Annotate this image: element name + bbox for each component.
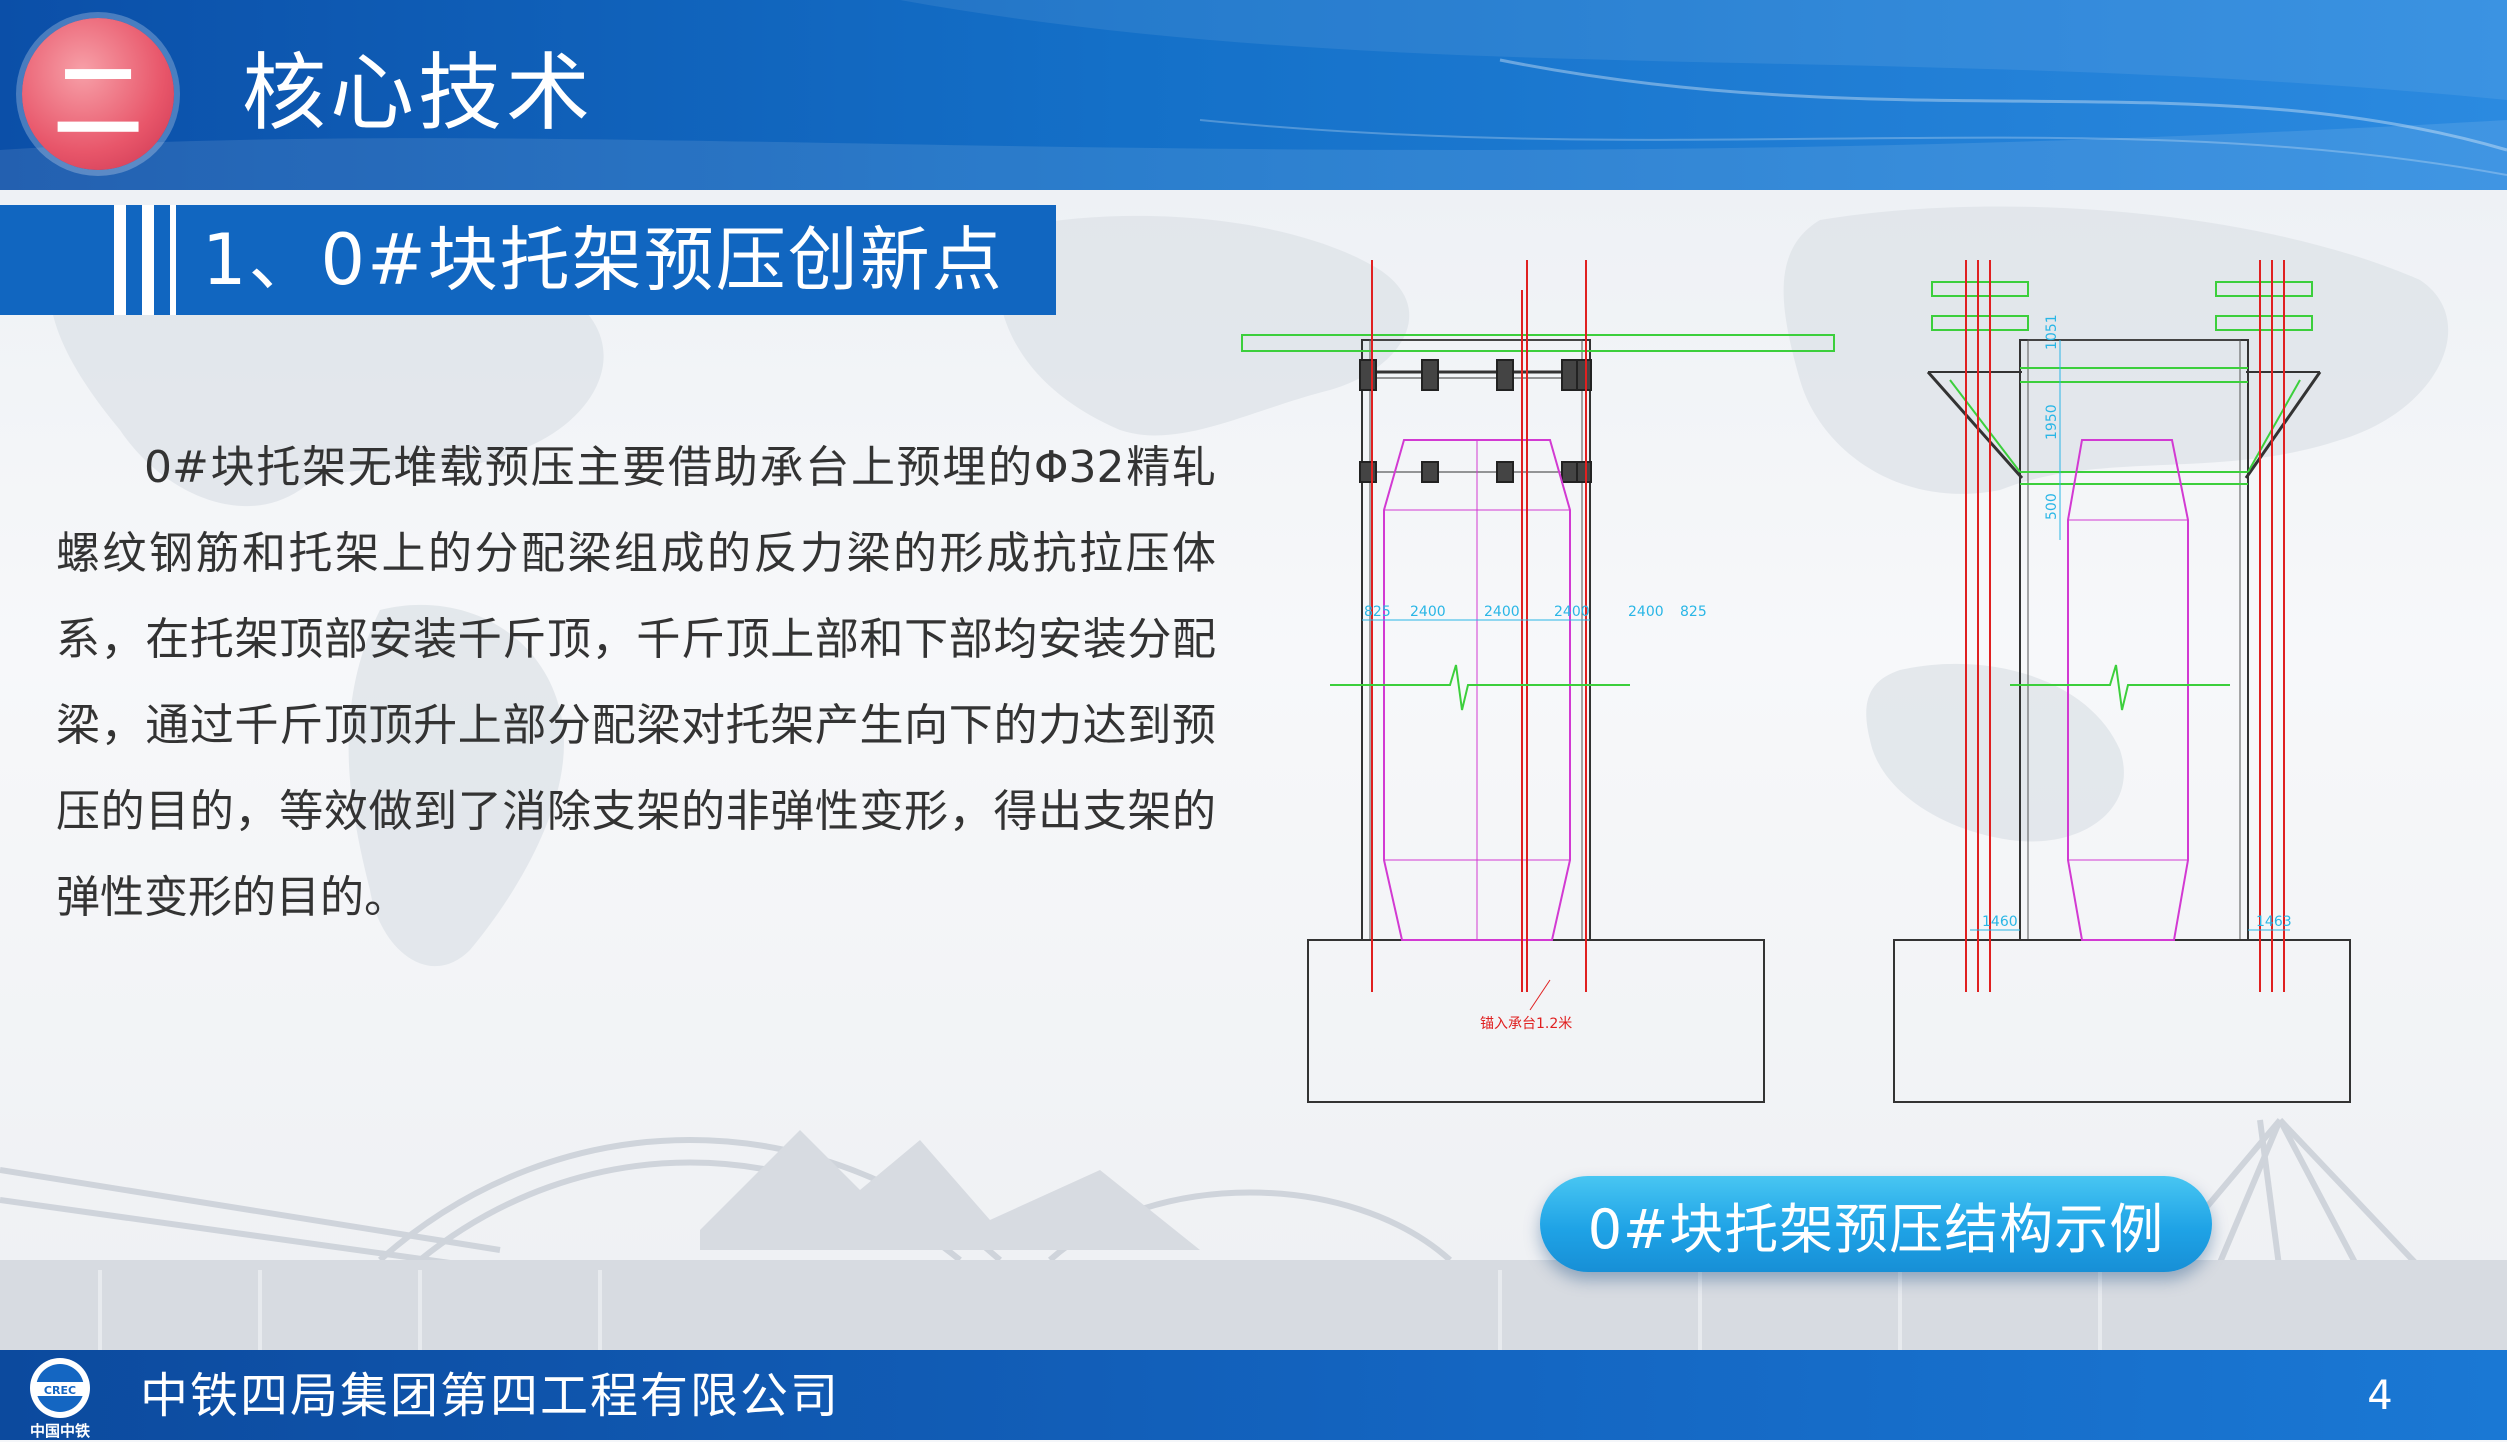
dim-label: 2400 — [1484, 604, 1520, 620]
subtitle-title: 1、0#块托架预压创新点 — [202, 219, 1004, 301]
page-number: 4 — [2367, 1373, 2393, 1419]
slide-footer — [0, 1350, 2507, 1440]
crec-logo: CREC 中国中铁 — [30, 1358, 90, 1440]
dim-label: 2400 — [1410, 604, 1446, 620]
diagram-left-view — [1241, 260, 1835, 1103]
subtitle-stripe — [114, 205, 126, 315]
dim-label: 1950 — [2044, 404, 2060, 440]
diagram-caption-pill: 0#块托架预压结构示例 — [1540, 1176, 2212, 1272]
dim-label: 825 — [1680, 604, 1707, 620]
crec-logo-text: 中国中铁 — [30, 1422, 90, 1440]
diagram-right-view — [1893, 260, 2351, 1103]
dim-label: 1463 — [2256, 914, 2292, 930]
bridge-skyline-decoration — [0, 1117, 2507, 1350]
dim-label: 1051 — [2044, 314, 2060, 350]
dim-label: 500 — [2044, 493, 2060, 520]
subtitle-stripe — [170, 205, 176, 315]
section-number-badge: 二 — [22, 18, 174, 170]
structure-diagram: 825 2400 2400 2400 2400 825 1051 1950 50… — [1241, 260, 2351, 1103]
footer-company-name: 中铁四局集团第四工程有限公司 — [140, 1368, 841, 1424]
slide-header: 二 核心技术 — [0, 0, 2507, 190]
dim-label: 2400 — [1628, 604, 1664, 620]
subtitle-bar — [0, 205, 1056, 315]
header-wave-decoration — [0, 0, 2507, 190]
world-map-watermark — [49, 206, 2449, 967]
body-paragraph: 0#块托架无堆载预压主要借助承台上预埋的Φ32精轧螺纹钢筋和托架上的分配梁组成的… — [56, 442, 1216, 923]
subtitle-stripe — [142, 205, 154, 315]
dim-label: 2400 — [1554, 604, 1590, 620]
anchor-note: 锚入承台1.2米 — [1480, 1016, 1572, 1032]
crec-logo-mark: CREC — [44, 1384, 76, 1397]
dim-label: 825 — [1364, 604, 1391, 620]
dim-label: 1460 — [1982, 914, 2018, 930]
section-title: 核心技术 — [242, 44, 595, 142]
